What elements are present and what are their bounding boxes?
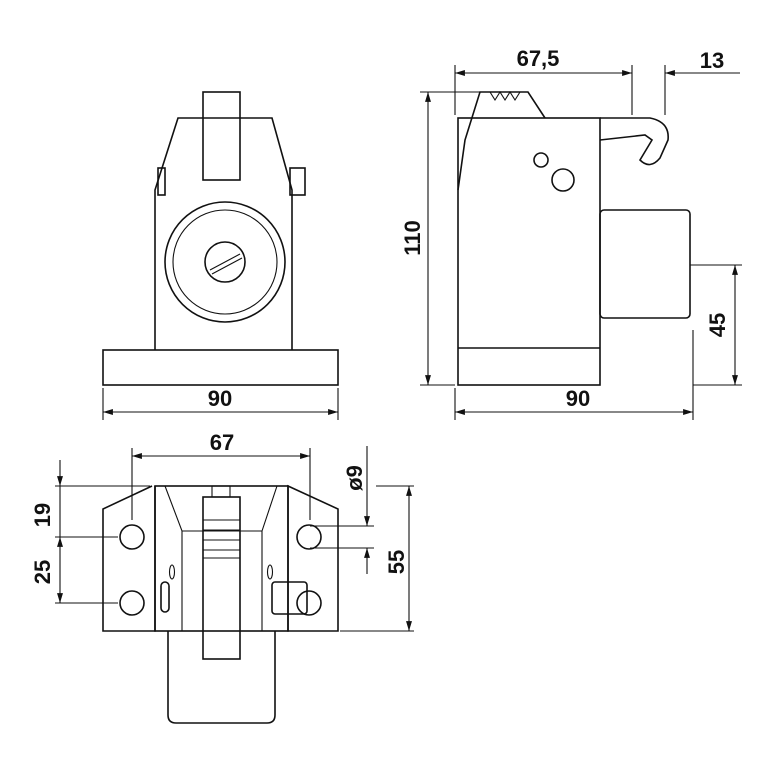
- bottom-pin-housing: [167, 631, 276, 724]
- front-view: 90: [102, 91, 339, 420]
- bottom-chamfer: [164, 485, 278, 532]
- lever-grip: [489, 90, 521, 102]
- bottom-latch: [160, 581, 170, 613]
- bottom-view: 67 19 25 ø9 55: [30, 430, 414, 724]
- bottom-slot: [266, 564, 274, 580]
- lever-grip: [203, 519, 240, 559]
- bottom-pin: [271, 581, 308, 615]
- side-view: 67,5 13 110 45 90: [400, 46, 742, 420]
- front-base-plate: [102, 349, 339, 386]
- bottom-hole-diameter-dimension: ø9: [342, 465, 367, 491]
- bottom-slot: [168, 564, 176, 580]
- mount-hole: [119, 590, 145, 616]
- bottom-edge-offset-dimension: 19: [30, 503, 55, 527]
- side-pin-height-dimension: 45: [705, 313, 730, 337]
- bottom-hole-pitch-dimension: 25: [30, 560, 55, 584]
- front-width-dimension: 90: [208, 386, 232, 411]
- side-body: [457, 117, 601, 386]
- front-lever: [202, 91, 241, 181]
- mount-hole: [119, 524, 145, 550]
- side-hole-small: [533, 152, 549, 168]
- side-depth-dimension: 67,5: [517, 46, 560, 71]
- front-pin: [289, 167, 306, 196]
- bottom-depth-dimension: 55: [384, 550, 409, 574]
- side-lever: [457, 91, 546, 191]
- bottom-lever: [202, 496, 241, 660]
- lever-tab: [211, 485, 231, 498]
- bottom-right-plate: [287, 484, 339, 632]
- front-screw-head: [204, 241, 246, 283]
- front-stub: [157, 167, 166, 196]
- bottom-left-plate: [102, 485, 156, 632]
- screw-slot-icon: [209, 253, 243, 275]
- side-hook: [599, 117, 669, 166]
- mount-hole: [296, 524, 322, 550]
- bottom-hole-spacing-dimension: 67: [210, 430, 234, 455]
- front-outer-ring: [164, 201, 286, 323]
- side-pin-housing: [599, 209, 691, 319]
- side-hook-dimension: 13: [700, 48, 724, 73]
- side-height-dimension: 110: [400, 220, 425, 256]
- front-inner-ring: [172, 209, 278, 315]
- side-width-dimension: 90: [566, 386, 590, 411]
- side-hole-large: [551, 168, 575, 192]
- front-body: [154, 117, 293, 350]
- mount-hole: [296, 590, 322, 616]
